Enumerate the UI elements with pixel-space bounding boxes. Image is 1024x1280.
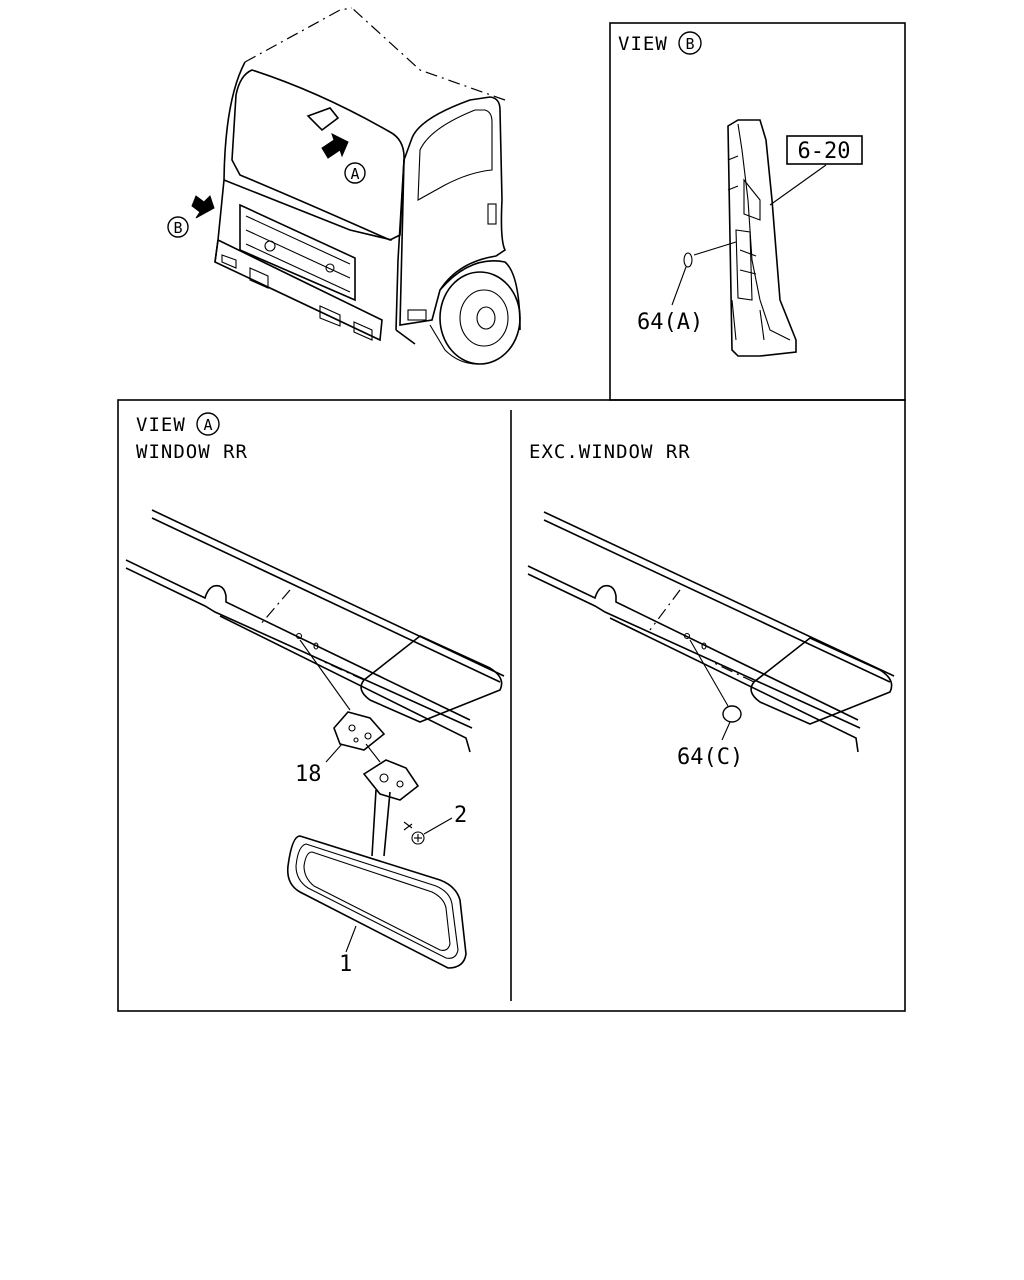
callout-2: 2 — [454, 803, 467, 828]
view-b-title: VIEW — [618, 33, 668, 55]
callout-64a: 64(A) — [637, 310, 703, 335]
truck-cab-illustration: A B — [167, 7, 521, 365]
callout-18: 18 — [295, 762, 322, 787]
callout-64c: 64(C) — [677, 745, 743, 770]
view-a-panel: VIEW A WINDOW RR 18 — [125, 412, 505, 977]
callout-1: 1 — [339, 952, 352, 977]
view-a-title: VIEW — [136, 414, 186, 436]
panel-frames — [117, 22, 906, 1012]
arrow-a-letter: A — [350, 165, 359, 183]
arrow-b-letter: B — [173, 219, 182, 237]
view-a-letter: A — [203, 416, 212, 434]
exc-panel-title: EXC.WINDOW RR — [529, 441, 691, 463]
view-b-letter: B — [685, 35, 694, 53]
exc-window-panel: EXC.WINDOW RR 64(C) — [527, 441, 895, 770]
view-b-panel: VIEW B 64(A) 6-20 — [618, 31, 863, 357]
view-a-subtitle: WINDOW RR — [136, 441, 248, 463]
part-ref-6-20: 6-20 — [798, 139, 851, 164]
